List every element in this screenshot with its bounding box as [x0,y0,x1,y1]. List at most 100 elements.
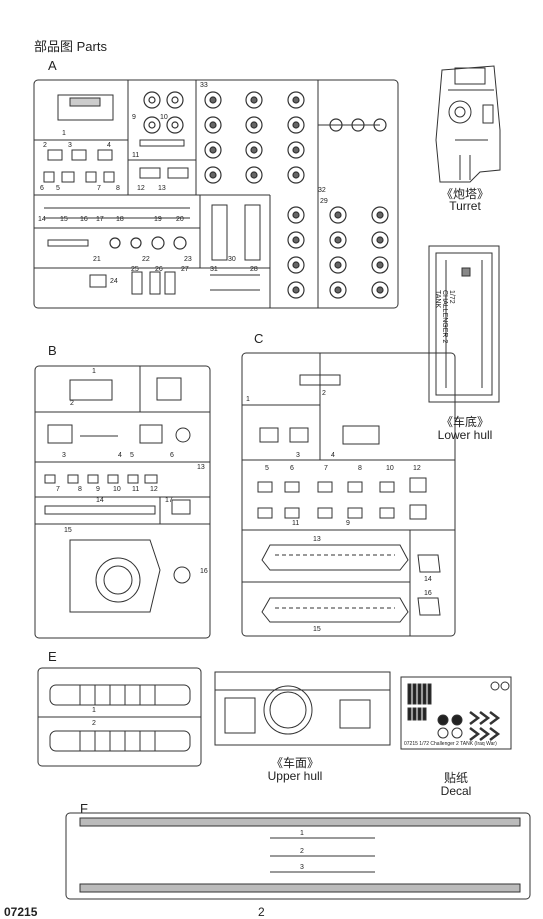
part-a-25: 25 [131,266,139,273]
part-b-11: 11 [132,486,140,493]
decal-sheet [400,676,512,750]
part-a-23: 23 [184,256,192,263]
part-b-14: 14 [96,497,104,504]
sprue-a-frame [33,79,399,309]
sprue-f-frame [65,812,531,900]
part-c-6: 6 [290,465,294,472]
part-b-1: 1 [92,368,96,375]
part-a-29: 29 [320,198,328,205]
part-b-2: 2 [70,400,74,407]
sprue-c-frame [241,352,456,637]
part-a-31: 31 [210,266,218,273]
part-f-1: 1 [300,830,304,837]
part-a-7: 7 [97,185,101,192]
part-b-7: 7 [56,486,60,493]
part-a-6: 6 [40,185,44,192]
part-c-16: 16 [424,590,432,597]
part-f-2: 2 [300,848,304,855]
footer-code: 07215 [4,905,38,919]
part-c-1: 1 [246,396,250,403]
part-c-15: 15 [313,626,321,633]
sprue-f-parts [79,817,521,893]
part-a-32: 32 [318,187,326,194]
caption-turret-cn: 《炮塔》 [440,187,489,201]
part-a-11: 11 [132,152,140,159]
part-a-2: 2 [43,142,47,149]
part-e-1: 1 [92,707,96,714]
sprue-a-parts [43,94,261,295]
part-b-5: 5 [130,452,134,459]
footer-page: 2 [258,905,265,919]
caption-upper-en: Upper hull [267,769,323,783]
sprue-c-parts [257,374,441,623]
part-a-12: 12 [137,185,145,192]
sprue-letter-e: E [48,649,57,664]
sprue-letter-f: F [80,801,88,816]
part-a-33: 33 [200,82,208,89]
sprue-e-parts [49,684,191,752]
part-a-28: 28 [250,266,258,273]
part-a-5: 5 [56,185,60,192]
part-a-1: 1 [62,130,66,137]
part-a-8: 8 [116,185,120,192]
part-a-16: 16 [80,216,88,223]
part-a-10: 10 [160,114,168,121]
part-a-20: 20 [176,216,184,223]
caption-decal-cn: 贴纸 [443,771,468,785]
part-c-10: 10 [386,465,394,472]
part-a-3: 3 [68,142,72,149]
sprue-letter-a: A [48,58,57,73]
part-a-14: 14 [38,216,46,223]
caption-decal-en: Decal [440,784,472,798]
part-c-2: 2 [322,390,326,397]
part-b-12: 12 [150,486,158,493]
part-a-27: 27 [181,266,189,273]
sprue-letter-b: B [48,343,57,358]
part-a-15: 15 [60,216,68,223]
part-b-17: 17 [165,497,173,504]
part-c-11: 11 [292,520,300,527]
part-a-17: 17 [96,216,104,223]
part-a-30: 30 [228,256,236,263]
part-a-19: 19 [154,216,162,223]
part-a-21: 21 [93,256,101,263]
sprue-b-frame [34,365,211,639]
sprue-e-frame [37,667,202,767]
part-b-13: 13 [197,464,205,471]
part-a-24: 24 [110,278,118,285]
caption-upper-cn: 《车面》 [270,756,319,770]
part-c-3: 3 [296,452,300,459]
part-c-13: 13 [313,536,321,543]
caption-lower-en: Lower hull [437,428,493,442]
caption-turret-en: Turret [449,199,481,213]
part-b-16: 16 [200,568,208,575]
decal-strip-text: 07215 1/72 Challenger 2 TANK (Iraq War) [404,741,497,747]
lower-hull-drawing [428,245,500,403]
sprue-letter-c: C [254,331,264,346]
part-a-9: 9 [132,114,136,121]
part-c-14: 14 [424,576,432,583]
part-b-8: 8 [78,486,82,493]
sprue-a-wheels [109,91,389,299]
part-c-12: 12 [413,465,421,472]
caption-lower-cn: 《车底》 [440,415,489,429]
part-b-6: 6 [170,452,174,459]
part-a-13: 13 [158,185,166,192]
part-b-4: 4 [118,452,122,459]
part-a-22: 22 [142,256,150,263]
part-a-26: 26 [155,266,163,273]
upper-hull-drawing [214,671,391,746]
sprue-b-parts [44,377,191,613]
part-c-7: 7 [324,465,328,472]
part-c-9: 9 [346,520,350,527]
part-c-5: 5 [265,465,269,472]
part-b-9: 9 [96,486,100,493]
lower-hull-text: 1/72 CHALLENGER 2 TANK [434,290,455,344]
part-b-10: 10 [113,486,121,493]
part-b-15: 15 [64,527,72,534]
part-c-8: 8 [358,465,362,472]
part-c-4: 4 [331,452,335,459]
part-b-3: 3 [62,452,66,459]
part-a-4: 4 [107,142,111,149]
part-f-3: 3 [300,864,304,871]
